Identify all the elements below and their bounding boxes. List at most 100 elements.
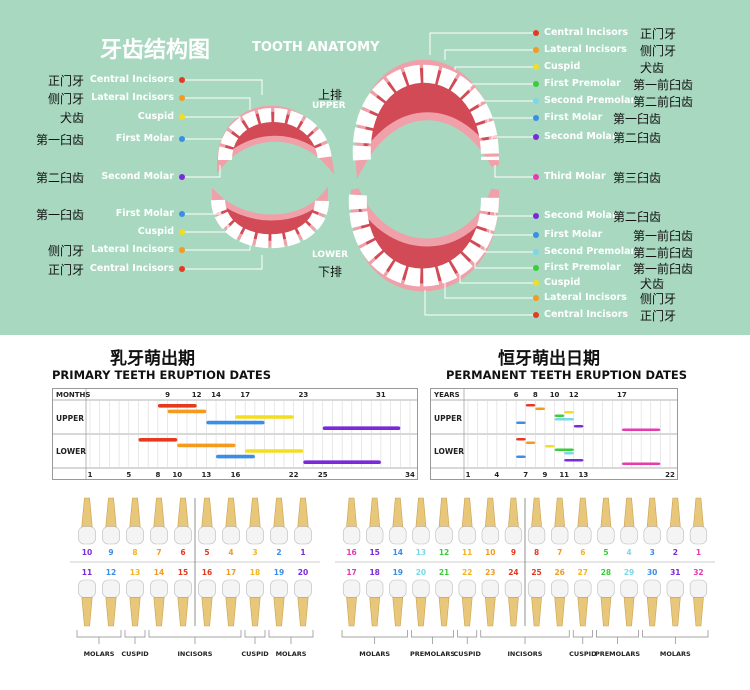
tooth (222, 579, 240, 627)
right-label-en: First Molar (544, 112, 603, 123)
tooth-number-lower: 13 (130, 568, 140, 577)
right-label-en: Third Molar (544, 171, 606, 182)
chart-bottom-tick: 16 (231, 471, 241, 479)
chart-bottom-tick: 1 (88, 471, 93, 479)
tooth-number-upper: 14 (393, 548, 403, 557)
right-label-cn: 第一前臼齿 (633, 78, 694, 92)
tooth-number-upper: 10 (485, 548, 495, 557)
chart-bottom-tick: 8 (155, 471, 160, 479)
eruption-bar (554, 414, 565, 417)
left-label-cn: 第二臼齿 (35, 171, 84, 185)
eruption-bar (516, 421, 526, 424)
tooth-number-upper: 6 (180, 548, 185, 557)
tooth (551, 497, 569, 545)
right-label-dot (533, 81, 539, 87)
chart-bottom-tick: 10 (172, 471, 182, 479)
tooth-number-lower: 28 (601, 568, 611, 577)
tooth-number-upper: 8 (534, 548, 539, 557)
eruption-bar (206, 420, 265, 425)
eruption-bar (564, 411, 574, 414)
chart-top-tick: 12 (569, 391, 579, 399)
eruption-bar (544, 445, 555, 448)
right-label-cn: 正门牙 (640, 27, 677, 41)
right-label-en: First Molar (544, 229, 603, 240)
eruption-bar (177, 443, 236, 448)
primary-title-cn: 乳牙萌出期 (110, 349, 195, 369)
tooth (620, 497, 638, 545)
eruption-bar (525, 441, 536, 444)
tooth-group-label: INCISORS (178, 650, 213, 658)
right-label-cn: 侧门牙 (640, 292, 677, 306)
tooth (435, 579, 453, 627)
tooth (102, 579, 120, 627)
tooth (574, 579, 592, 627)
tooth-group-label: CUSPID (121, 650, 149, 658)
left-label-cn: 犬齿 (59, 111, 84, 125)
tooth-number-lower: 20 (416, 568, 426, 577)
tooth (246, 497, 264, 545)
primary-title-en: PRIMARY TEETH ERUPTION DATES (52, 368, 272, 382)
tooth (643, 579, 661, 627)
tooth-number-upper: 3 (252, 548, 257, 557)
right-label-en: Second Molar (544, 210, 617, 221)
left-label-cn: 正门牙 (47, 74, 84, 88)
tooth-number-lower: 24 (508, 568, 518, 577)
chart-top-tick: 23 (298, 391, 308, 399)
upper-label-en: UPPER (312, 101, 346, 111)
tooth-number-lower: 19 (393, 568, 403, 577)
title-cn: 牙齿结构图 (100, 38, 211, 63)
tooth-group-label: CUSPID (454, 650, 482, 658)
tooth (574, 497, 592, 545)
tooth (666, 579, 684, 627)
right-label-dot (533, 64, 539, 70)
tooth (435, 497, 453, 545)
permanent-title-cn: 恒牙萌出日期 (498, 349, 600, 369)
chart-bottom-tick: 22 (665, 471, 675, 479)
eruption-bar (516, 455, 526, 458)
tooth-number-upper: 3 (650, 548, 655, 557)
tooth (597, 579, 615, 627)
tooth-number-upper: 9 (108, 548, 113, 557)
tooth-group-label: PREMOLARS (595, 650, 640, 658)
tooth (527, 579, 546, 627)
right-label-en: Lateral Incisors (544, 292, 627, 303)
tooth-number-lower: 30 (647, 568, 657, 577)
tooth-number-upper: 1 (300, 548, 305, 557)
tooth (246, 579, 264, 627)
chart-top-tick: 8 (533, 391, 538, 399)
chart-top-tick: 6 (514, 391, 519, 399)
tooth-group-label: INCISORS (508, 650, 543, 658)
tooth-number-lower: 17 (346, 568, 356, 577)
left-label-en: Second Molar (101, 171, 174, 182)
tooth (126, 497, 144, 545)
left-label-en: Cuspid (137, 226, 174, 237)
right-label-dot (533, 265, 539, 271)
lower-label-en: LOWER (312, 250, 349, 260)
right-label-cn: 第二前臼齿 (633, 95, 694, 109)
tooth (481, 497, 499, 545)
tooth-number-upper: 5 (204, 548, 209, 557)
right-label-en: Lateral Incisors (544, 44, 627, 55)
permanent-lower-arch (348, 188, 500, 292)
chart-bottom-tick: 4 (494, 471, 499, 479)
eruption-bar (245, 449, 304, 453)
right-label-en: Second Premolar (544, 246, 636, 257)
eruption-bar (573, 425, 584, 428)
eruption-bar (167, 409, 207, 414)
tooth (620, 579, 638, 627)
tooth (294, 579, 312, 627)
tooth-group-label: MOLARS (84, 650, 115, 658)
tooth (150, 497, 168, 545)
tooth (294, 497, 312, 545)
eruption-bar (516, 438, 526, 441)
tooth-number-upper: 5 (603, 548, 608, 557)
left-label-dot (179, 95, 185, 101)
chart-bottom-tick: 1 (466, 471, 471, 479)
permanent-title-en: PERMANENT TEETH ERUPTION DATES (446, 368, 688, 382)
tooth (504, 497, 523, 545)
right-label-dot (533, 98, 539, 104)
eruption-bar (554, 418, 574, 421)
tooth (689, 579, 708, 627)
